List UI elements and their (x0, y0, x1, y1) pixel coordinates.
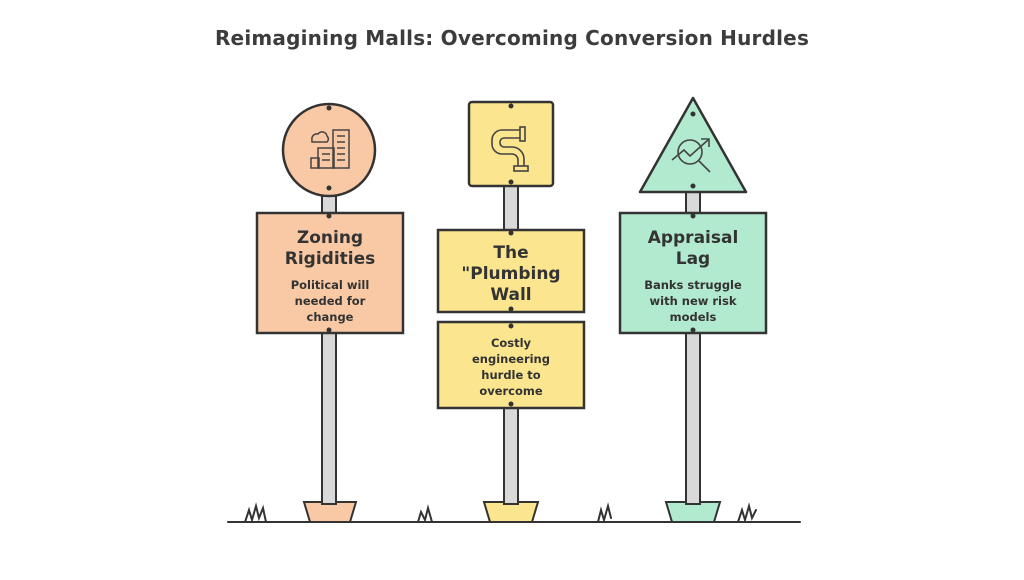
magnifier-chart-icon (671, 138, 711, 173)
sign-zoning-heading: Zoning Rigidities (284, 228, 376, 269)
pipe-icon (491, 126, 529, 172)
square-sign (467, 100, 555, 188)
post-upper (685, 191, 701, 215)
sign-appraisal-description: Banks struggle with new risk models (644, 278, 742, 324)
post (503, 404, 519, 505)
city-buildings-icon (310, 129, 350, 169)
sign-plumbing (436, 100, 586, 523)
diagram-title: Reimagining Malls: Overcoming Conversion… (214, 26, 810, 50)
post-base (664, 501, 722, 523)
sign-appraisal-heading: Appraisal Lag (647, 228, 739, 269)
post (685, 329, 701, 505)
sign-plumbing-description: Costly engineering hurdle to overcome (472, 336, 550, 398)
description-board (436, 320, 586, 410)
circle-sign (281, 102, 377, 198)
post-base (302, 501, 358, 523)
heading-board (436, 228, 586, 314)
sign-plumbing-heading: The "Plumbing Wall (461, 243, 561, 305)
triangle-sign (638, 96, 748, 194)
sign-zoning (255, 102, 405, 523)
sign-zoning-description: Political will needed for change (290, 278, 370, 324)
sign-appraisal (618, 96, 768, 523)
post-upper (503, 185, 519, 231)
text-board (255, 211, 405, 335)
post-base (482, 501, 540, 523)
post (321, 329, 337, 505)
text-board (618, 211, 768, 335)
